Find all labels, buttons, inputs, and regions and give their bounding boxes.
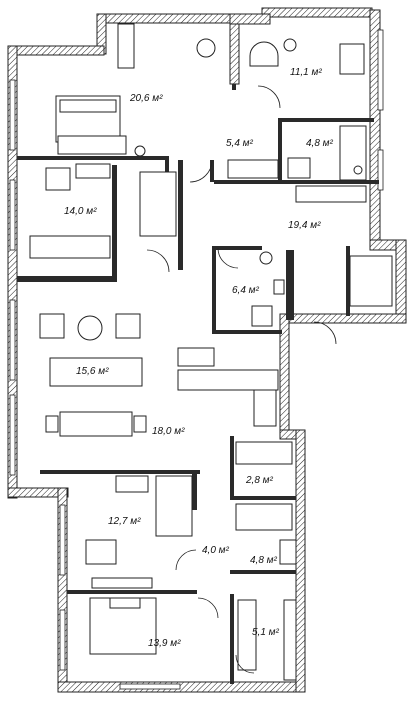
- area-label-study: 11,1 м²: [290, 67, 322, 78]
- area-label-bedroom-mid: 14,0 м²: [64, 206, 97, 217]
- room-labels: 20,6 м² 11,1 м² 5,4 м² 4,8 м² 14,0 м² 19…: [64, 67, 334, 649]
- windows: [9, 29, 384, 690]
- area-label-closet-bottom: 5,1 м²: [252, 627, 280, 638]
- area-label-bedroom-top: 20,6 м²: [129, 93, 163, 104]
- area-label-kitchen-dining: 18,0 м²: [152, 426, 185, 437]
- area-label-corridor-small: 5,4 м²: [226, 138, 254, 149]
- interior-walls: [17, 84, 379, 684]
- door-swings: [146, 85, 337, 674]
- area-label-wardrobe: 2,8 м²: [245, 475, 274, 486]
- area-label-bedroom-bottom: 13,9 м²: [148, 638, 181, 649]
- area-label-living: 15,6 м²: [76, 366, 109, 377]
- area-label-bath-lower: 4,8 м²: [250, 555, 278, 566]
- area-label-hall: 19,4 м²: [288, 220, 321, 231]
- area-label-bath-top: 4,8 м²: [306, 138, 334, 149]
- furniture: [29, 23, 393, 681]
- area-label-bedroom-lower: 12,7 м²: [108, 516, 141, 527]
- area-label-wc: 6,4 м²: [232, 285, 260, 296]
- area-label-corridor-lower: 4,0 м²: [202, 545, 230, 556]
